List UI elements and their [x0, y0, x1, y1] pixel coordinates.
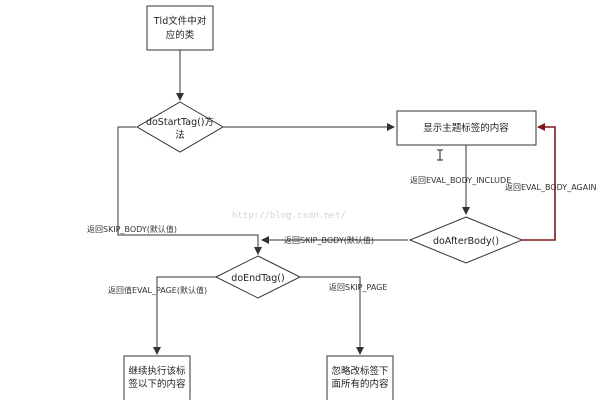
label-skip-body-right: 返回SKIP_BODY(默认值) — [284, 235, 374, 245]
label-eval-body-include: 返回EVAL_BODY_INCLUDE — [410, 176, 511, 185]
label-eval-page: 返回值EVAL_PAGE(默认值) — [108, 285, 207, 295]
node-tld-class-line-1: Tld文件中对 — [153, 15, 207, 27]
node-continue-page-line-2: 签以下的内容 — [128, 378, 186, 390]
node-continue-page-line-1: 继续执行该标 — [128, 365, 186, 377]
watermark-text: http://blog.csdn.net/ — [232, 211, 346, 221]
node-show-body: 显示主题标签的内容 — [396, 110, 537, 146]
node-do-after-body-line-1: doAfterBody() — [433, 236, 499, 247]
node-do-end-tag: doEndTag() — [214, 255, 302, 299]
text-cursor-icon — [437, 149, 443, 161]
node-do-after-body: doAfterBody() — [408, 216, 524, 264]
node-tld-class: Tld文件中对 应的类 — [146, 5, 214, 51]
label-skip-page: 返回SKIP_PAGE — [329, 283, 387, 292]
label-skip-body-left: 返回SKIP_BODY(默认值) — [87, 224, 177, 234]
node-do-start-tag: doStartTag()方 法 — [136, 101, 224, 153]
node-tld-class-line-2: 应的类 — [166, 29, 195, 41]
node-skip-page-line-1: 忽略改标签下 — [331, 365, 388, 377]
node-do-end-tag-line-1: doEndTag() — [231, 273, 284, 284]
edge-endtag-to-skip — [300, 276, 364, 355]
label-eval-body-again: 返回EVAL_BODY_AGAIN — [505, 183, 597, 192]
edge-start-to-endtag — [117, 126, 262, 255]
edge-endtag-to-continue — [153, 276, 216, 355]
node-continue-page: 继续执行该标 签以下的内容 — [123, 355, 191, 400]
node-do-start-tag-line-1: doStartTag()方 — [146, 116, 214, 128]
node-do-start-tag-line-2: 法 — [175, 129, 185, 141]
node-show-body-line-1: 显示主题标签的内容 — [423, 122, 509, 134]
edge-afterbody-loop — [522, 123, 556, 241]
node-skip-page-line-2: 面所有的内容 — [331, 378, 389, 390]
node-skip-page: 忽略改标签下 面所有的内容 — [326, 355, 394, 400]
